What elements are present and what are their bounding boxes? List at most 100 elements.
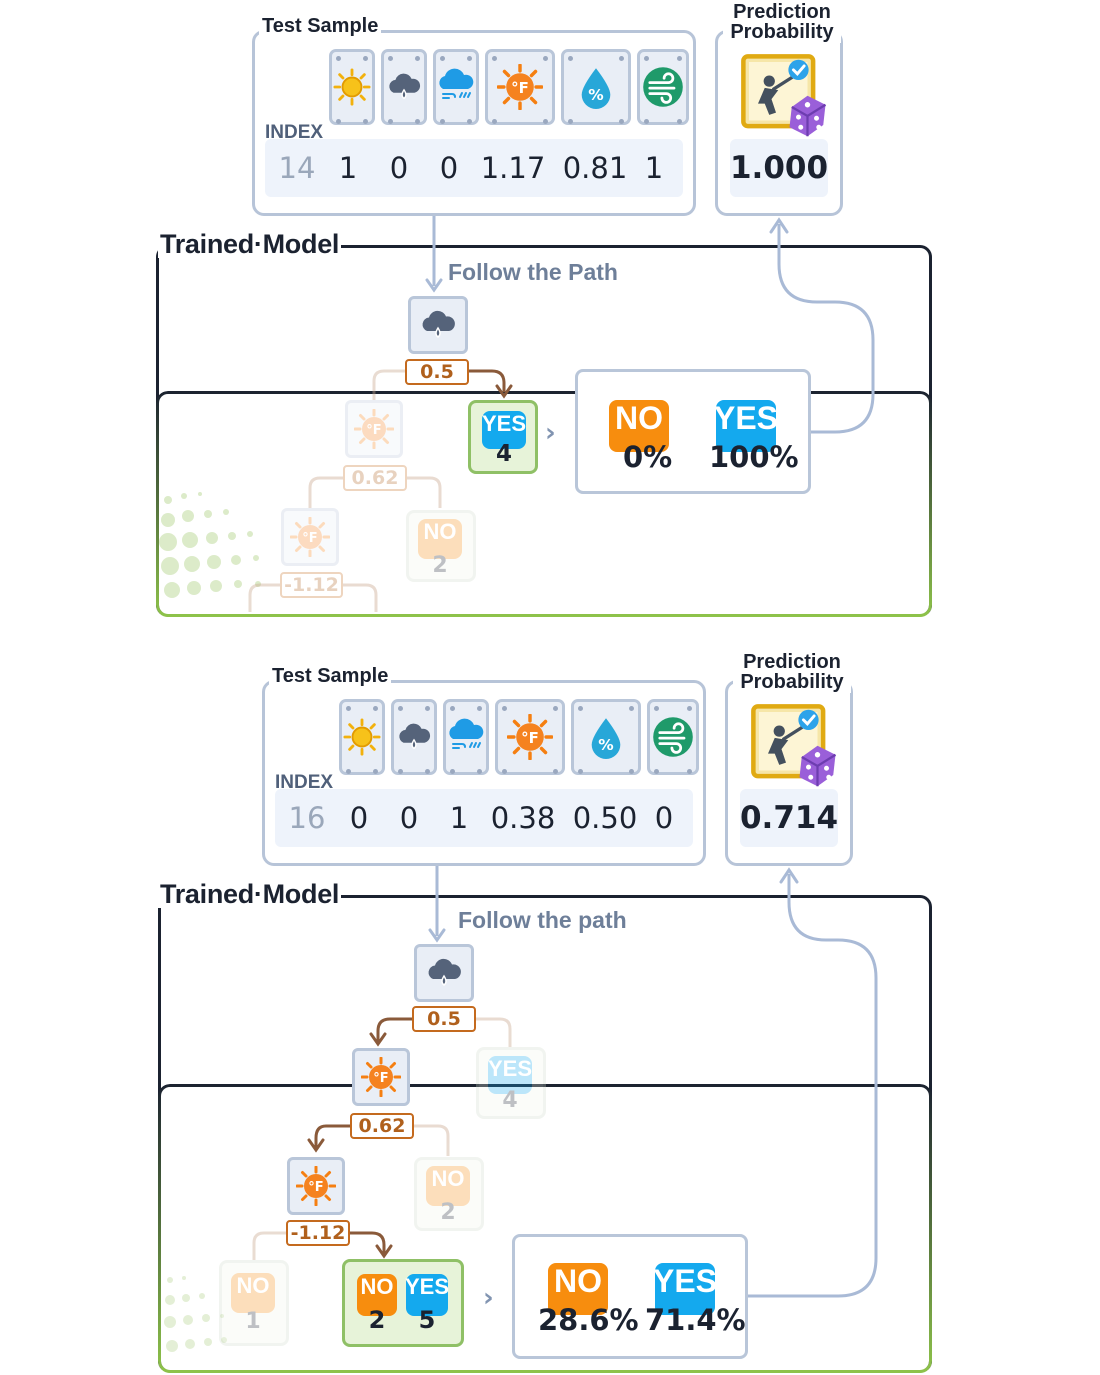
connectors <box>252 866 878 1298</box>
result-no-pct: 0% <box>623 440 673 474</box>
leaf-yes-count: 5 <box>418 1306 436 1334</box>
node-temperature <box>345 400 403 458</box>
value-storm: 0 <box>439 151 459 185</box>
temperature-sun-icon <box>354 409 394 449</box>
feature-rain <box>391 699 437 775</box>
temperature-sun-icon <box>361 1057 401 1097</box>
result-yes-pct: 71.4% <box>645 1303 746 1337</box>
value-storm: 1 <box>449 801 469 835</box>
feature-temperature <box>485 49 555 125</box>
root-node-rain <box>408 296 468 354</box>
feature-header-row <box>339 699 705 775</box>
value-wind: 0 <box>654 801 674 835</box>
threshold-root: 0.5 <box>405 359 469 385</box>
result-no-badge: NO <box>548 1263 608 1315</box>
trained-model-frame <box>158 895 932 1373</box>
sample-index: 14 <box>278 151 316 185</box>
result-no-pct: 28.6% <box>538 1303 639 1337</box>
prediction-probability-label: Prediction Probability <box>723 2 841 43</box>
prediction-label-line1: Prediction <box>733 1 831 23</box>
prediction-label-line2: Probability <box>730 21 834 44</box>
feature-header-row <box>329 49 695 125</box>
no-badge: NO <box>426 1166 470 1206</box>
prediction-label-line1: Prediction <box>743 651 841 673</box>
temperature-sun-icon <box>296 1166 336 1206</box>
leaf-count: 4 <box>495 441 512 467</box>
value-wind: 1 <box>644 151 664 185</box>
index-label: INDEX <box>265 122 324 143</box>
feature-sunny <box>329 49 375 125</box>
yes-badge: YES <box>488 1056 532 1094</box>
rain-cloud-icon <box>424 953 464 993</box>
leaf-count: 4 <box>502 1088 518 1113</box>
test-sample-label: Test Sample <box>259 16 382 36</box>
leaf-final-active: NO 2 YES 5 <box>342 1259 464 1347</box>
feature-wind <box>637 49 689 125</box>
value-humidity: 0.81 <box>562 151 628 185</box>
result-yes-pct: 100% <box>709 440 799 474</box>
value-temperature: 0.38 <box>490 801 556 835</box>
result-yes-badge: YES <box>653 1263 717 1315</box>
feature-storm <box>443 699 489 775</box>
feature-storm <box>433 49 479 125</box>
value-temperature: 1.17 <box>480 151 546 185</box>
rain-cloud-icon <box>418 305 458 345</box>
leaf-no-faded: NO 2 <box>414 1157 484 1231</box>
prediction-probability-label: Prediction Probability <box>733 652 851 693</box>
temperature-sun-icon <box>290 517 330 557</box>
threshold-root: 0.5 <box>412 1006 476 1032</box>
feature-humidity <box>561 49 631 125</box>
feature-rain <box>381 49 427 125</box>
value-rain: 0 <box>389 151 409 185</box>
no-badge: NO <box>357 1274 397 1316</box>
yes-badge: YES <box>405 1274 449 1316</box>
chevron-right-icon: › <box>483 1283 494 1313</box>
chevron-right-icon: › <box>545 418 556 448</box>
value-sunny: 1 <box>338 151 358 185</box>
connectors <box>248 216 875 612</box>
no-badge: NO <box>231 1273 275 1313</box>
leaf-no-count: 2 <box>368 1306 386 1334</box>
node-temperature <box>352 1048 410 1106</box>
yes-badge: YES <box>482 411 526 449</box>
dot-texture-green <box>159 492 261 598</box>
index-label: INDEX <box>275 772 334 793</box>
leaf-count: 2 <box>440 1200 456 1225</box>
threshold-temperature: 0.62 <box>343 465 407 491</box>
result-box: NO 0% YES 100% <box>575 369 811 494</box>
threshold-temperature-2: -1.12 <box>280 572 343 598</box>
trained-model-title: Trained·Model <box>158 229 342 259</box>
threshold-temperature: 0.62 <box>350 1113 414 1139</box>
value-rain: 0 <box>399 801 419 835</box>
feature-temperature <box>495 699 565 775</box>
trained-model-title: Trained·Model <box>158 879 342 909</box>
sample-values-row: 16 0 0 1 0.38 0.50 0 <box>275 789 693 847</box>
result-yes-badge: YES <box>714 400 778 452</box>
prediction-label-line2: Probability <box>740 671 844 694</box>
value-humidity: 0.50 <box>572 801 638 835</box>
feature-humidity <box>571 699 641 775</box>
node-temperature-2 <box>287 1157 345 1215</box>
follow-path-label: Follow the Path <box>448 259 618 285</box>
feature-wind <box>647 699 699 775</box>
node-temperature-2 <box>281 508 339 566</box>
value-sunny: 0 <box>349 801 369 835</box>
feature-sunny <box>339 699 385 775</box>
leaf-yes-active: YES 4 <box>468 400 538 474</box>
panel-sample-14: Test Sample INDEX 14 1 0 0 1.17 0.81 1 P… <box>0 0 1100 640</box>
result-no-badge: NO <box>609 400 669 452</box>
leaf-yes-faded: YES 4 <box>476 1047 546 1119</box>
result-box: NO 28.6% YES 71.4% <box>512 1234 748 1359</box>
threshold-temperature-2: -1.12 <box>286 1220 350 1246</box>
no-badge: NO <box>418 519 462 559</box>
sample-values-row: 14 1 0 0 1.17 0.81 1 <box>265 139 683 197</box>
leaf-count: 2 <box>432 553 448 578</box>
sample-index: 16 <box>288 801 326 835</box>
trained-model-frame <box>156 245 932 617</box>
leaf-count: 1 <box>245 1309 261 1334</box>
probability-value: 1.000 <box>730 139 828 197</box>
leaf-no-faded: NO 2 <box>406 510 476 582</box>
probability-value: 0.714 <box>740 789 838 847</box>
panel-sample-16: Test Sample INDEX 16 0 0 1 0.38 0.50 0 P… <box>0 650 1100 1373</box>
root-node-rain <box>414 944 474 1002</box>
